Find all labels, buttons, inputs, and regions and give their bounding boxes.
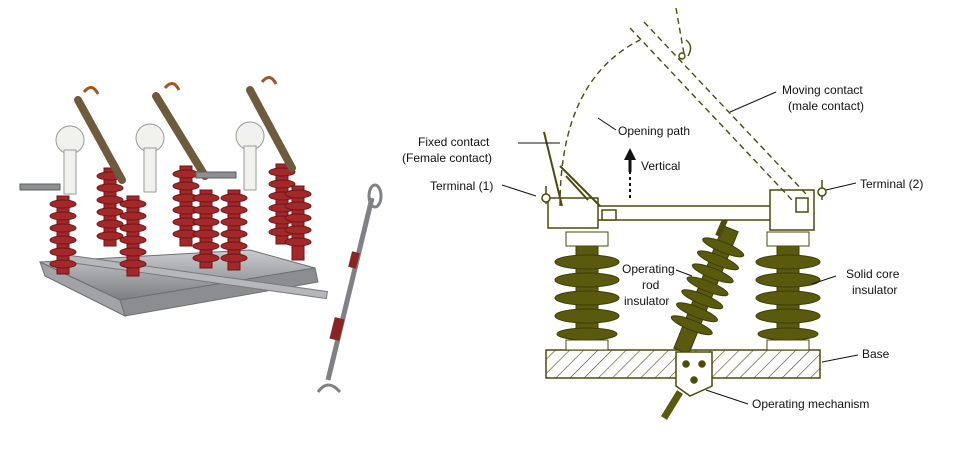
label-vertical: Vertical — [641, 159, 680, 173]
isolator-diagram: Fixed contact (Female contact) Opening p… — [402, 7, 923, 420]
terminal-left — [541, 186, 551, 204]
moving-contact-open — [629, 7, 807, 201]
photo-insulator-7 — [268, 163, 296, 245]
photo-insulator-1 — [49, 195, 77, 275]
label-opening-path: Opening path — [618, 124, 690, 138]
label-solid-core-2: insulator — [852, 283, 897, 297]
terminal-right — [817, 180, 827, 200]
frame — [547, 189, 815, 231]
photo-blade-tips — [82, 76, 278, 95]
isolator-photo — [19, 76, 383, 394]
photo-insulator-4 — [172, 165, 200, 247]
label-operating-rod-3: insulator — [624, 294, 669, 308]
label-solid-core-1: Solid core — [846, 267, 900, 281]
photo-insulator-6 — [220, 189, 248, 271]
photo-insulators — [49, 163, 312, 277]
label-moving-contact-1: Moving contact — [782, 83, 863, 97]
label-terminal-1: Terminal (1) — [430, 179, 493, 193]
label-operating-rod-2: rod — [642, 278, 659, 292]
photo-operating-handle — [316, 183, 383, 394]
left-insulator-cap — [565, 231, 609, 247]
photo-blades — [74, 86, 296, 184]
leader-lines — [501, 91, 859, 405]
photo-insulator-5 — [192, 189, 220, 269]
fixed-contact — [543, 131, 601, 207]
right-insulator — [755, 245, 821, 351]
left-insulator-foot — [565, 339, 609, 351]
photo-insulator-8 — [284, 185, 312, 261]
label-base: Base — [862, 347, 890, 361]
opening-path-arc — [559, 39, 641, 207]
operating-mechanism — [661, 351, 713, 420]
label-operating-mechanism: Operating mechanism — [752, 397, 869, 411]
label-moving-contact-2: (male contact) — [788, 99, 864, 113]
label-fixed-contact-1: Fixed contact — [418, 135, 490, 149]
photo-insulator-3 — [119, 195, 147, 277]
vertical-arrow — [624, 148, 636, 198]
left-insulator — [554, 245, 620, 351]
right-insulator-cap — [766, 231, 810, 247]
photo-terminals — [19, 171, 237, 191]
moving-contact-tip — [678, 39, 692, 60]
label-fixed-contact-2: (Female contact) — [402, 151, 492, 165]
label-operating-rod-1: Operating — [622, 262, 675, 276]
label-terminal-2: Terminal (2) — [860, 177, 923, 191]
right-insulator-foot — [766, 339, 810, 351]
operating-rod-insulator — [670, 225, 745, 355]
photo-base-side-left — [39, 261, 126, 317]
photo-white-caps — [55, 121, 265, 195]
